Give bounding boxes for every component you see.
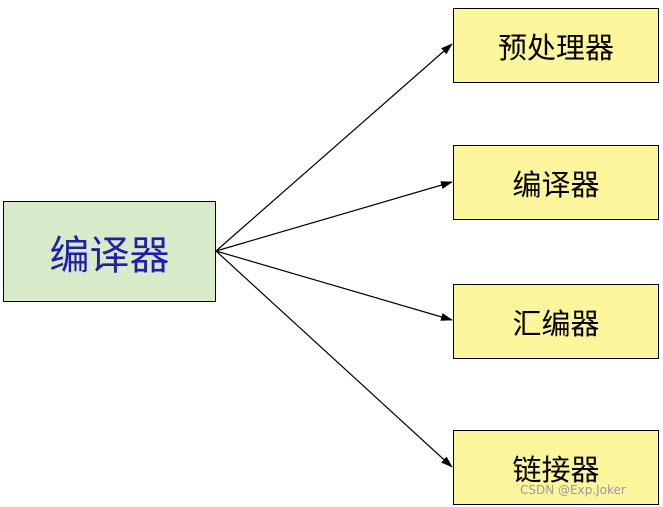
arrow-to-assembler [215, 250, 453, 321]
preprocessor-label: 预处理器 [497, 30, 614, 65]
source-compiler-box: 编译器 [3, 201, 216, 302]
linker-label: 链接器 [512, 452, 600, 487]
linker-box: 链接器 [453, 430, 659, 505]
assembler-label: 汇编器 [512, 306, 600, 341]
arrow-to-linker [215, 250, 453, 468]
preprocessor-box: 预处理器 [453, 8, 659, 83]
assembler-box: 汇编器 [453, 284, 659, 359]
arrow-to-compiler [215, 181, 453, 252]
arrow-to-preprocessor [215, 43, 453, 252]
watermark-text: CSDN @Exp.Joker [520, 483, 626, 497]
source-compiler-label: 编译器 [49, 232, 170, 279]
compiler-label: 编译器 [512, 167, 600, 202]
compiler-box: 编译器 [453, 145, 659, 220]
